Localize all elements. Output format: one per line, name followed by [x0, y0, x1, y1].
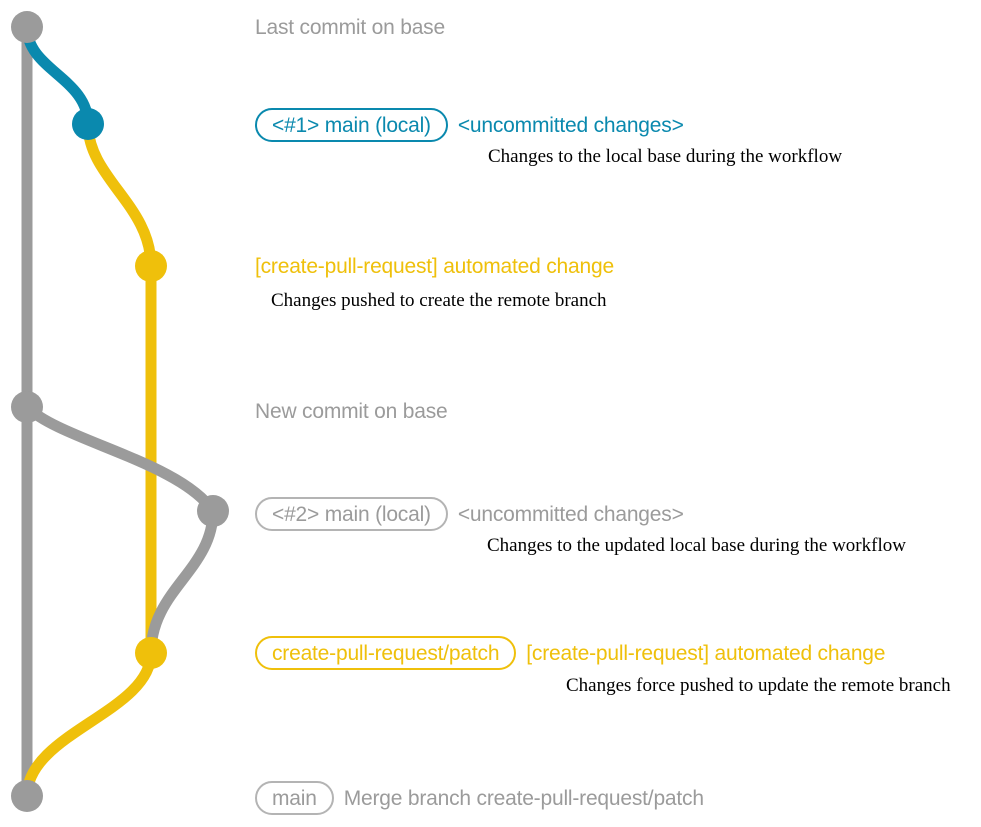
branch-badge-local-2[interactable]: <#2> main (local) — [255, 497, 448, 531]
commit-headline: Merge branch create-pull-request/patch — [343, 786, 704, 810]
commit-headline: <uncommitted changes> — [457, 113, 684, 137]
branch-badge-local-1[interactable]: <#1> main (local) — [255, 108, 448, 142]
commit-row-patch-1: [create-pull-request] automated change — [255, 246, 981, 286]
commit-headline: [create-pull-request] automated change — [255, 254, 614, 278]
commit-subtext-patch-2: Changes force pushed to update the remot… — [566, 675, 951, 696]
commit-headline: [create-pull-request] automated change — [526, 641, 886, 665]
commit-subtext-patch-1: Changes pushed to create the remote bran… — [271, 290, 607, 311]
commit-subtext-local-2: Changes to the updated local base during… — [487, 535, 906, 556]
commit-row-main: <#1> main (local) <uncommitted changes> — [255, 105, 981, 145]
commit-headline: New commit on base — [255, 399, 448, 423]
commit-row-last-commit-on-base: Last commit on base — [255, 7, 981, 47]
commit-row-main: main Merge branch create-pull-request/pa… — [255, 778, 981, 818]
commit-row-local-1: <#1> main (local) <uncommitted changes> — [255, 105, 981, 145]
commit-row-patch-2: create-pull-request/patch [create-pull-r… — [255, 633, 981, 673]
commit-row-main: <#2> main (local) <uncommitted changes> — [255, 494, 981, 534]
commit-row-new-commit-on-base: New commit on base — [255, 391, 981, 431]
commit-row-main: New commit on base — [255, 391, 981, 431]
branch-badge-main[interactable]: main — [255, 781, 334, 815]
branch-badge-create-pull-request-patch[interactable]: create-pull-request/patch — [255, 636, 517, 670]
commit-row-merge: main Merge branch create-pull-request/pa… — [255, 778, 981, 818]
commit-subtext-local-1: Changes to the local base during the wor… — [488, 146, 843, 167]
commit-headline: Last commit on base — [255, 15, 445, 39]
commit-row-main: Last commit on base — [255, 7, 981, 47]
commit-row-main: [create-pull-request] automated change — [255, 246, 981, 286]
commit-row-local-2: <#2> main (local) <uncommitted changes> — [255, 494, 981, 534]
commit-headline: <uncommitted changes> — [457, 502, 684, 526]
commit-row-main: create-pull-request/patch [create-pull-r… — [255, 633, 981, 673]
